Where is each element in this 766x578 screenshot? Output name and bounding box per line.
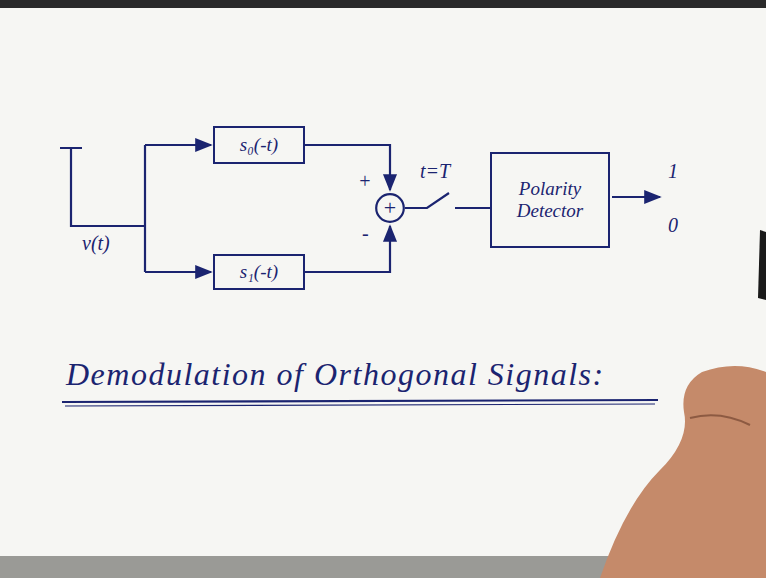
sign-label: -	[362, 222, 369, 245]
sign-label: +	[358, 170, 372, 193]
node-text: +	[384, 197, 396, 219]
node-text: s₀(-t)	[240, 134, 278, 156]
filter-box: s₁(-t)	[213, 254, 305, 290]
signal-name: v(t)	[82, 232, 110, 255]
connector	[405, 193, 490, 208]
connector	[305, 145, 390, 190]
hand	[600, 366, 766, 578]
title-underline	[65, 404, 655, 406]
filter-box: s₀(-t)	[213, 126, 305, 164]
connector	[305, 226, 390, 272]
antenna-wire	[60, 148, 145, 226]
marker-pen	[758, 230, 766, 300]
title-underline	[62, 400, 658, 402]
input-arrow	[145, 144, 211, 146]
input-arrow	[145, 271, 211, 273]
output-value: 1	[668, 160, 678, 183]
summing-junction: +	[375, 190, 405, 226]
top-band	[0, 0, 766, 8]
input-wiring	[60, 145, 660, 406]
branch-wire	[144, 145, 146, 272]
detector-box: Polarity Detector	[490, 152, 610, 248]
switch-label: t=T	[420, 160, 450, 183]
output-value: 0	[668, 214, 678, 237]
node-text: s₁(-t)	[240, 261, 278, 283]
slide-title: Demodulation of Orthogonal Signals:	[66, 356, 605, 393]
hand-crease	[690, 415, 750, 425]
output-arrow	[612, 196, 660, 198]
node-text: Polarity Detector	[502, 178, 598, 222]
junction-circle	[376, 194, 404, 222]
